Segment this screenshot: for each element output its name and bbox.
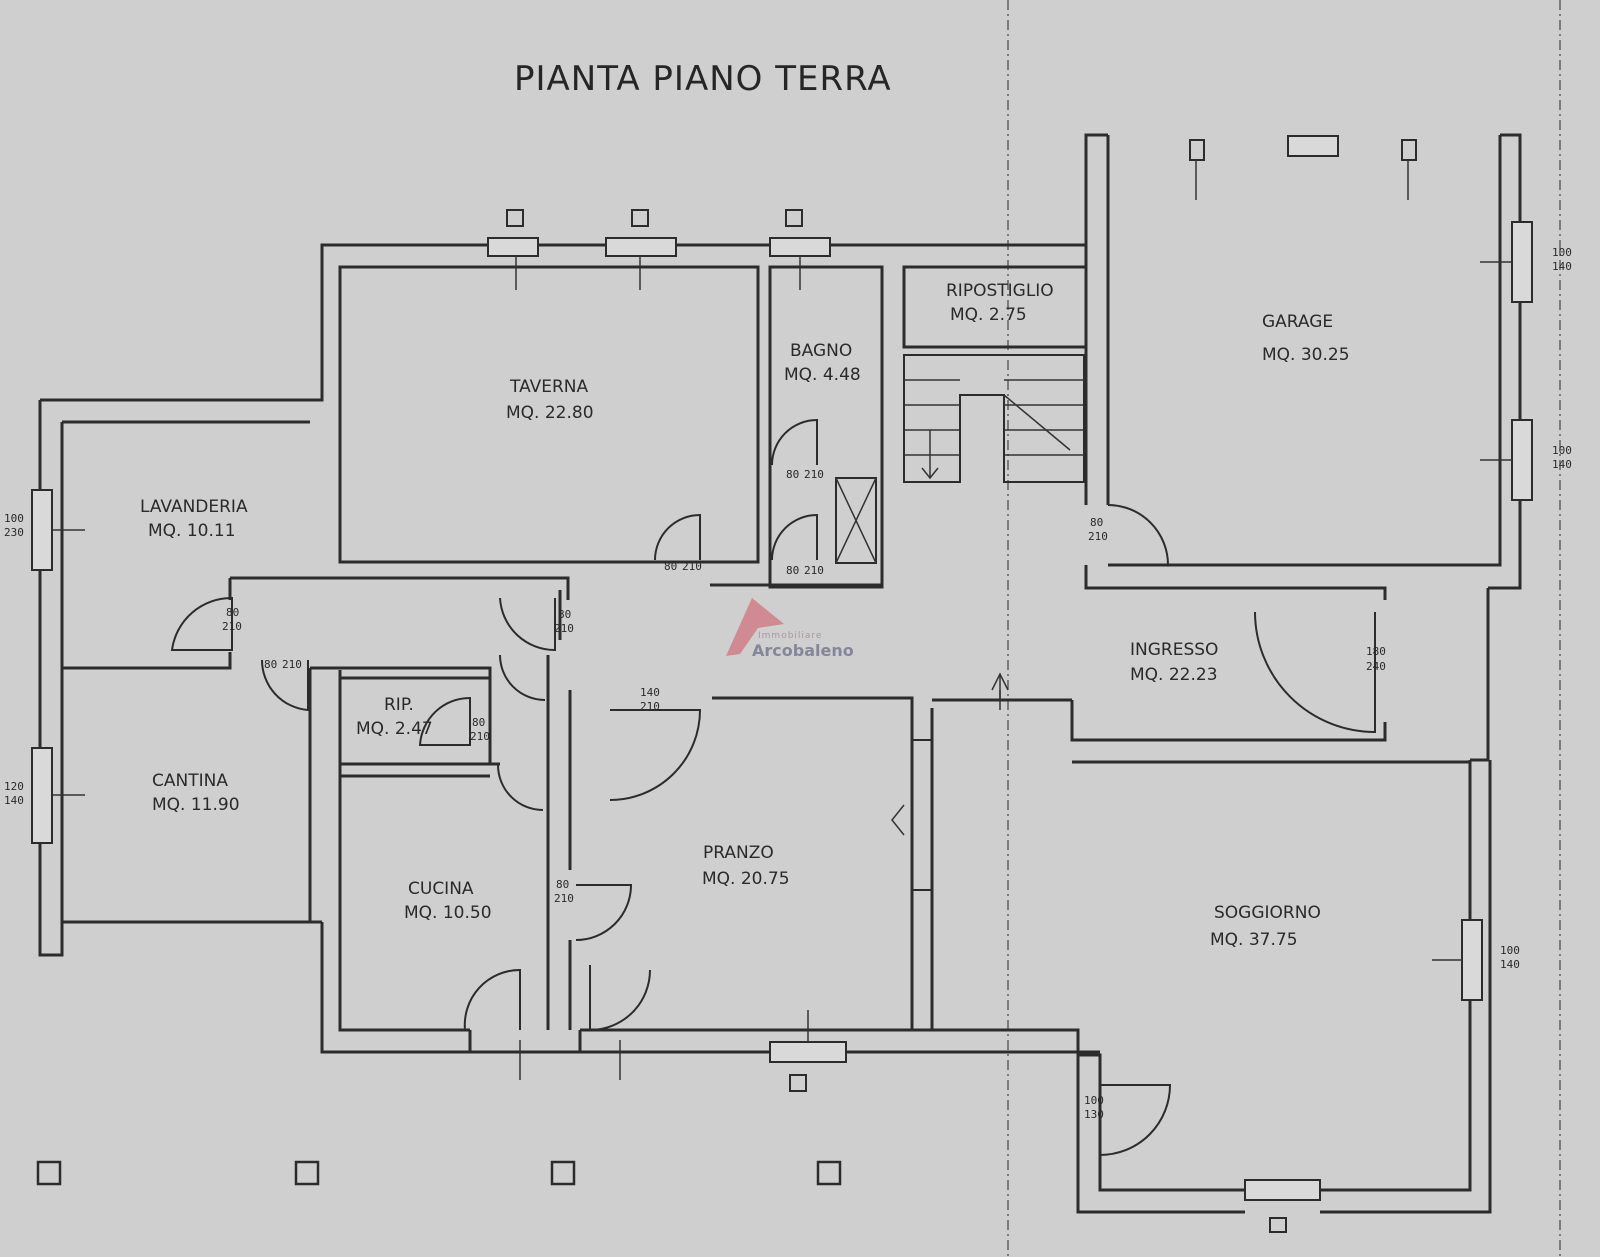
dim-door-cucina-h: 210 (554, 892, 574, 905)
room-rip-name: RIP. (384, 695, 414, 715)
dim-lav-window-h: 230 (4, 526, 24, 539)
dim-garage-window1-h: 140 (1552, 260, 1572, 273)
room-cucina-name: CUCINA (408, 879, 474, 899)
dim-door-lav-w: 80 (226, 606, 239, 619)
arcobaleno-logo: Immobiliare Arcobaleno (726, 598, 854, 660)
dim-door-hall-a-h: 210 (282, 658, 302, 671)
dim-door-rip-w: 80 (472, 716, 485, 729)
room-lavanderia-area: MQ. 10.11 (148, 521, 236, 541)
dim-door-soggiorno-back-w: 100 (1084, 1094, 1104, 1107)
room-taverna-area: MQ. 22.80 (506, 403, 594, 423)
doors (170, 418, 1376, 1156)
dim-door-bagno2-w: 80 (786, 564, 799, 577)
dim-garage-window2-w: 100 (1552, 444, 1572, 457)
dim-door-bagno1-h: 210 (804, 468, 824, 481)
room-ripostiglio-area: MQ. 2.75 (950, 305, 1027, 325)
window-marks (52, 139, 1512, 1233)
dim-soggiorno-window-h: 140 (1500, 958, 1520, 971)
dim-garage-window2-h: 140 (1552, 458, 1572, 471)
dim-garage-window1-w: 100 (1552, 246, 1572, 259)
dim-door-hall-a-w: 80 (264, 658, 277, 671)
dim-door-rip-h: 210 (470, 730, 490, 743)
dim-garage-door-h: 210 (1088, 530, 1108, 543)
room-bagno-area: MQ. 4.48 (784, 365, 861, 385)
room-pranzo-name: PRANZO (703, 843, 774, 863)
room-ingresso-area: MQ. 22.23 (1130, 665, 1218, 685)
dim-lav-window-w: 100 (4, 512, 24, 525)
logo-subtitle: Immobiliare (758, 631, 822, 641)
dim-door-bagno2-h: 210 (804, 564, 824, 577)
dim-door-lav-h: 210 (222, 620, 242, 633)
dim-cantina-window-w: 120 (4, 780, 24, 793)
room-soggiorno-name: SOGGIORNO (1214, 903, 1321, 923)
outer-walls (38, 133, 1522, 1214)
room-cantina-area: MQ. 11.90 (152, 795, 240, 815)
room-bagno-name: BAGNO (790, 341, 852, 361)
room-taverna-name: TAVERNA (509, 377, 589, 397)
windows (31, 135, 1533, 1201)
dim-door-pranzo-w: 140 (640, 686, 660, 699)
logo-brand: Arcobaleno (752, 641, 854, 660)
pillars (36, 1160, 842, 1186)
opening-dimensions: 100 230 120 140 100 140 100 140 80 210 1… (4, 246, 1572, 1121)
logo-mark-icon (726, 598, 784, 656)
room-ingresso-name: INGRESSO (1130, 640, 1218, 660)
room-garage-name: GARAGE (1262, 312, 1333, 332)
dim-door-hall-b-h: 210 (554, 622, 574, 635)
dim-cantina-window-h: 140 (4, 794, 24, 807)
dim-soggiorno-window-w: 100 (1500, 944, 1520, 957)
dim-garage-door-w: 80 (1090, 516, 1103, 529)
room-pranzo-area: MQ. 20.75 (702, 869, 790, 889)
interior-walls (62, 265, 1470, 1030)
dim-door-soggiorno-back-h: 130 (1084, 1108, 1104, 1121)
dim-door-taverna-w: 80 (664, 560, 677, 573)
dim-door-hall-b-w: 80 (558, 608, 571, 621)
dim-door-pranzo-h: 210 (640, 700, 660, 713)
room-labels: TAVERNA MQ. 22.80 BAGNO MQ. 4.48 RIPOSTI… (140, 281, 1350, 950)
dim-ingresso-door-h: 240 (1366, 660, 1386, 673)
staircase (903, 354, 1085, 483)
room-cantina-name: CANTINA (152, 771, 228, 791)
plan-title: PIANTA PIANO TERRA (514, 59, 892, 99)
dim-door-cucina-w: 80 (556, 878, 569, 891)
room-rip-area: MQ. 2.47 (356, 719, 433, 739)
room-cucina-area: MQ. 10.50 (404, 903, 492, 923)
dim-door-bagno1-w: 80 (786, 468, 799, 481)
room-ripostiglio-name: RIPOSTIGLIO (946, 281, 1054, 301)
dim-ingresso-door-w: 180 (1366, 645, 1386, 658)
room-garage-area: MQ. 30.25 (1262, 345, 1350, 365)
room-soggiorno-area: MQ. 37.75 (1210, 930, 1298, 950)
dim-door-taverna-h: 210 (682, 560, 702, 573)
room-lavanderia-name: LAVANDERIA (140, 497, 248, 517)
